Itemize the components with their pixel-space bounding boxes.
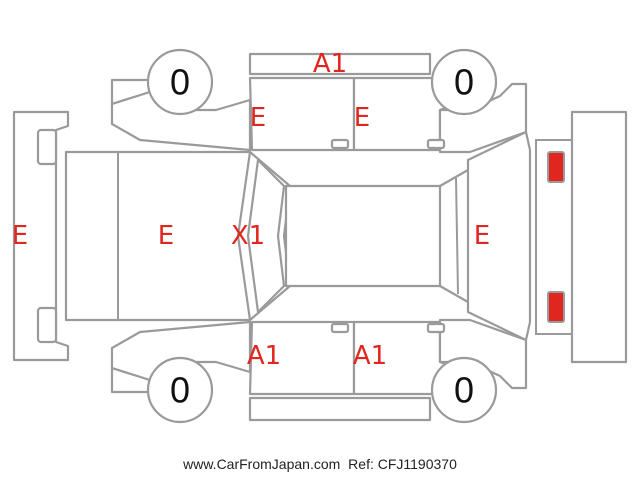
taillight-bottom	[547, 291, 565, 323]
wheel-rear-left: 0	[430, 48, 498, 116]
code-roof-top: A1	[313, 49, 347, 79]
tire-front-left-value: 0	[170, 62, 190, 103]
code-rear-left-door: E	[354, 103, 370, 133]
wheel-front-left: 0	[146, 48, 214, 116]
code-hood: E	[158, 221, 174, 251]
rear-window	[438, 168, 474, 304]
roof	[284, 184, 444, 288]
footer-site: www.CarFromJapan.com	[183, 456, 341, 472]
lower-body-side	[110, 318, 528, 422]
rear-section	[466, 130, 532, 342]
taillight-top	[547, 151, 565, 183]
code-front-right-door: A1	[247, 341, 281, 371]
upper-body-side	[110, 52, 528, 154]
tire-rear-left-value: 0	[454, 62, 474, 103]
tire-front-right-value: 0	[170, 370, 190, 411]
wheel-rear-right: 0	[430, 356, 498, 424]
code-rear-panel: E	[474, 221, 490, 251]
rear-bumper	[570, 110, 628, 364]
tire-rear-right-value: 0	[454, 370, 474, 411]
code-rear-right-door: A1	[353, 341, 387, 371]
code-front-left-door: E	[250, 103, 266, 133]
code-front-bumper: E	[12, 221, 28, 251]
code-windshield: X1	[231, 221, 265, 251]
front-bumper	[12, 110, 70, 362]
footer-ref: Ref: CFJ1190370	[348, 456, 457, 472]
wheel-front-right: 0	[146, 356, 214, 424]
footer-attribution: www.CarFromJapan.com Ref: CFJ1190370	[0, 456, 640, 472]
